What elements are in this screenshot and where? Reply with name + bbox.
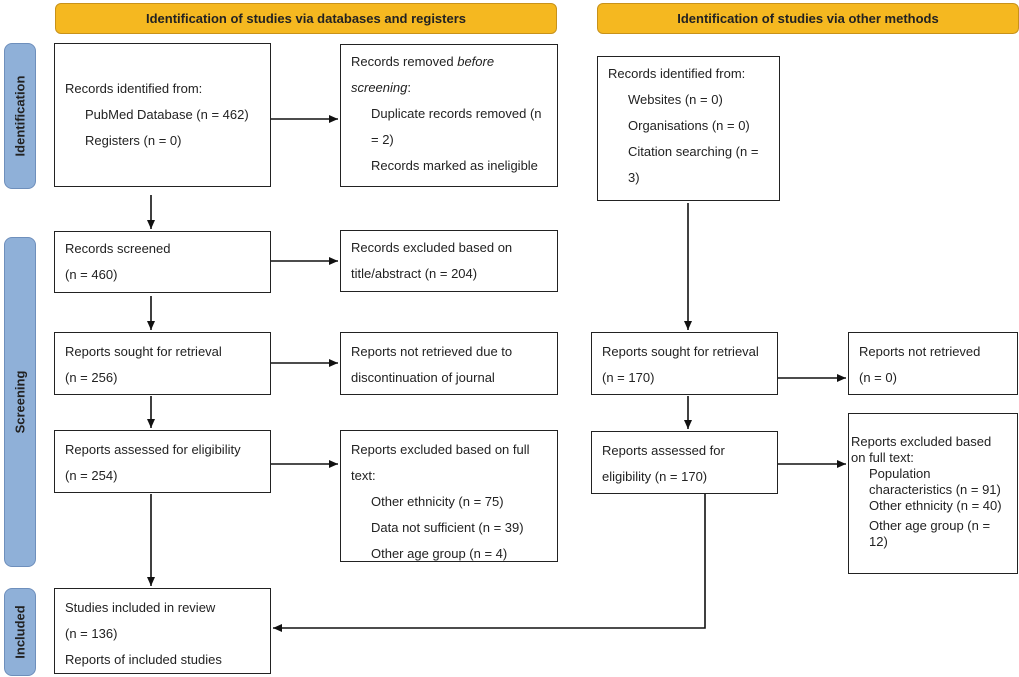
- db-records-removed: Records removed before screening: Duplic…: [340, 44, 558, 187]
- db-sought-title: Reports sought for retrieval: [65, 344, 222, 359]
- db-identified-title: Records identified from:: [65, 81, 203, 96]
- db-sought-n: (n = 256): [65, 370, 118, 385]
- other-excluded-r1b: characteristics (n = 91): [869, 482, 1001, 497]
- db-removed-dup-b: = 2): [371, 132, 394, 147]
- header-other-methods-label: Identification of studies via other meth…: [677, 11, 939, 26]
- db-excluded-line1: Records excluded based on: [351, 240, 513, 255]
- db-reports-sought: Reports sought for retrieval (n = 256): [54, 332, 271, 395]
- other-not-retrieved-n: (n = 0): [859, 370, 897, 385]
- phase-included: Included: [4, 588, 36, 676]
- other-reports-sought: Reports sought for retrieval (n = 170): [591, 332, 778, 395]
- db-removed-title-c: :: [407, 80, 411, 95]
- db-reports-not-retrieved: Reports not retrieved due to discontinua…: [340, 332, 558, 395]
- db-assessed-n: (n = 254): [65, 468, 118, 483]
- db-records-identified: Records identified from: PubMed Database…: [54, 43, 271, 187]
- db-not-retrieved-line2: discontinuation of journal: [351, 370, 495, 385]
- other-identified-citation-a: Citation searching (n =: [628, 144, 759, 159]
- other-identified-title: Records identified from:: [608, 66, 746, 81]
- other-reports-assessed: Reports assessed for eligibility (n = 17…: [591, 431, 778, 494]
- db-records-screened: Records screened (n = 460): [54, 231, 271, 293]
- other-assessed-line2: eligibility (n = 170): [602, 469, 708, 484]
- other-records-identified: Records identified from: Websites (n = 0…: [597, 56, 780, 201]
- db-identified-pubmed: PubMed Database (n = 462): [85, 107, 249, 122]
- db-records-excluded: Records excluded based on title/abstract…: [340, 230, 558, 292]
- other-identified-websites: Websites (n = 0): [628, 92, 723, 107]
- db-studies-included: Studies included in review (n = 136) Rep…: [54, 588, 271, 674]
- db-removed-title: Records removed before: [351, 49, 547, 75]
- db-included-reports: Reports of included studies: [65, 652, 222, 667]
- db-excluded-full-r3: Other age group (n = 4): [371, 546, 508, 561]
- other-identified-citation-b: 3): [628, 170, 640, 185]
- header-other-methods: Identification of studies via other meth…: [597, 3, 1019, 34]
- other-reports-not-retrieved: Reports not retrieved (n = 0): [848, 332, 1018, 395]
- db-assessed-title: Reports assessed for eligibility: [65, 442, 241, 457]
- db-excluded-full-r1: Other ethnicity (n = 75): [371, 494, 504, 509]
- phase-identification: Identification: [4, 43, 36, 189]
- db-reports-excluded-full: Reports excluded based on full text: Oth…: [340, 430, 558, 562]
- other-not-retrieved-title: Reports not retrieved: [859, 344, 981, 359]
- db-removed-title-c-line: screening:: [351, 75, 547, 101]
- db-included-title: Studies included in review: [65, 600, 216, 615]
- db-removed-title-b: before: [457, 54, 495, 69]
- db-reports-assessed: Reports assessed for eligibility (n = 25…: [54, 430, 271, 493]
- db-identified-registers: Registers (n = 0): [85, 133, 182, 148]
- db-excluded-full-line1: Reports excluded based on full: [351, 442, 530, 457]
- db-removed-title-b2: screening: [351, 80, 408, 95]
- db-screened-title: Records screened: [65, 241, 171, 256]
- phase-screening: Screening: [4, 237, 36, 567]
- other-sought-n: (n = 170): [602, 370, 655, 385]
- other-excluded-line2: on full text:: [851, 450, 914, 465]
- db-included-n: (n = 136): [65, 626, 118, 641]
- other-reports-excluded: Reports excluded based on full text: Pop…: [848, 413, 1018, 574]
- header-databases-label: Identification of studies via databases …: [145, 11, 467, 26]
- db-not-retrieved-line1: Reports not retrieved due to: [351, 344, 513, 359]
- other-identified-organisations: Organisations (n = 0): [628, 118, 750, 133]
- other-excluded-r3: Other age group (n = 12): [869, 518, 991, 549]
- header-databases: Identification of studies via databases …: [55, 3, 557, 34]
- db-removed-title-a: Records removed: [351, 54, 458, 69]
- arrow-other-assessed-to-included: [273, 494, 706, 632]
- db-screened-n: (n = 460): [65, 267, 118, 282]
- db-excluded-line2: title/abstract (n = 204): [351, 266, 478, 281]
- other-excluded-r2: Other ethnicity (n = 40): [869, 498, 1002, 513]
- other-excluded-line1: Reports excluded based: [851, 434, 992, 449]
- db-removed-dup-a: Duplicate records removed (n: [371, 106, 542, 121]
- db-removed-ineligible: Records marked as ineligible: [371, 158, 538, 173]
- other-excluded-r1a: Population: [869, 466, 931, 481]
- other-assessed-line1: Reports assessed for: [602, 443, 725, 458]
- db-excluded-full-r2: Data not sufficient (n = 39): [371, 520, 524, 535]
- other-sought-title: Reports sought for retrieval: [602, 344, 759, 359]
- db-excluded-full-line2: text:: [351, 468, 376, 483]
